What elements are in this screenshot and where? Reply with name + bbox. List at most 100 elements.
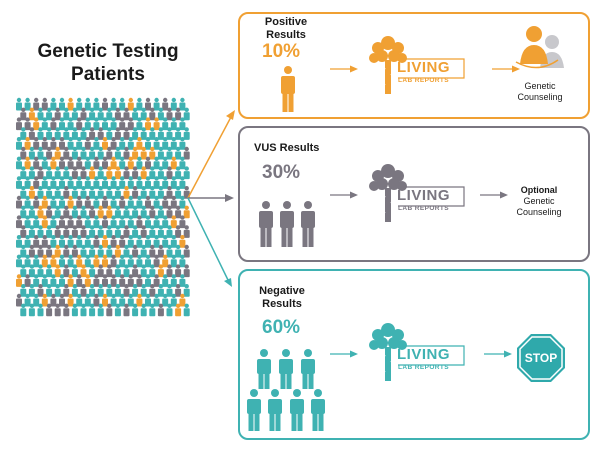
crowd-person-icon: [132, 205, 139, 219]
crowd-person-icon: [84, 215, 91, 229]
crowd-person-icon: [127, 235, 134, 248]
main-title-line1: Genetic Testing: [37, 41, 179, 62]
crowd-person-icon: [54, 166, 61, 180]
crowd-person-icon: [89, 205, 96, 219]
crowd-person-icon: [41, 156, 48, 170]
crowd-person-icon: [179, 274, 186, 287]
crowd-person-icon: [84, 274, 91, 287]
patient-crowd: [16, 97, 190, 317]
crowd-person-icon: [119, 176, 126, 189]
crowd-person-icon: [67, 195, 74, 209]
positive-label: Positive Results: [256, 16, 316, 42]
crowd-person-icon: [110, 274, 117, 287]
crowd-person-icon: [84, 97, 91, 111]
crowd-person-icon: [76, 137, 83, 150]
vus-outcome-line1: Optional: [520, 185, 558, 195]
crowd-person-icon: [67, 235, 74, 248]
crowd-person-icon: [140, 205, 147, 219]
crowd-person-icon: [16, 215, 22, 229]
crowd-person-icon: [114, 146, 121, 160]
crowd-person-icon: [166, 205, 173, 219]
crowd-person-icon: [20, 205, 27, 219]
people-icon-vus: [259, 201, 315, 247]
crowd-person-icon: [166, 186, 173, 199]
crowd-person-icon: [157, 264, 164, 278]
main-title-line2: Patients: [71, 64, 145, 85]
crowd-person-icon: [140, 225, 147, 238]
crowd-person-icon: [24, 274, 31, 287]
crowd-person-icon: [166, 146, 173, 160]
negative-label-line2: Results: [262, 298, 302, 310]
crowd-person-icon: [89, 146, 96, 160]
crowd-person-icon: [119, 156, 126, 170]
crowd-person-icon: [54, 186, 61, 199]
crowd-person-icon: [54, 107, 61, 121]
crowd-person-icon: [33, 195, 40, 209]
crowd-person-icon: [170, 215, 177, 229]
crowd-person-icon: [145, 137, 151, 150]
crowd-person-icon: [157, 166, 164, 180]
crowd-person-icon: [179, 176, 186, 189]
crowd-person-icon: [175, 146, 182, 160]
crowd-person-icon: [59, 97, 65, 111]
crowd-person-icon: [175, 186, 182, 199]
crowd-person-icon: [157, 244, 164, 258]
crowd-person-icon: [162, 195, 169, 209]
crowd-person-icon: [63, 166, 70, 180]
crowd-person-icon: [102, 97, 108, 111]
crowd-person-icon: [54, 244, 61, 258]
crowd-person-icon: [110, 137, 117, 150]
crowd-person-icon: [16, 235, 22, 248]
crowd-person-icon: [33, 215, 40, 229]
crowd-person-icon: [157, 107, 164, 121]
crowd-person-icon: [37, 264, 44, 278]
crowd-person-icon: [140, 284, 147, 297]
arrow-icon-positive-1: [330, 65, 358, 73]
crowd-person-icon: [33, 117, 40, 131]
crowd-person-icon: [145, 97, 151, 111]
stop-sign-icon: [517, 334, 565, 382]
crowd-person-icon: [50, 97, 57, 111]
crowd-person-icon: [145, 176, 151, 189]
crowd-person-icon: [162, 293, 169, 307]
crowd-person-icon: [106, 146, 113, 160]
crowd-person-icon: [140, 146, 147, 160]
crowd-person-icon: [149, 166, 156, 180]
crowd-person-icon: [149, 264, 156, 278]
crowd-person-icon: [136, 274, 143, 287]
crowd-person-icon: [175, 107, 182, 121]
crowd-person-icon: [50, 254, 57, 268]
crowd-person-icon: [80, 107, 87, 121]
crowd-person-icon: [175, 166, 182, 180]
crowd-person-icon: [183, 205, 190, 219]
crowd-person-icon: [170, 156, 177, 170]
crowd-person-icon: [59, 195, 65, 209]
arrowhead-negative: [224, 278, 232, 287]
crowd-person-icon: [132, 127, 139, 140]
crowd-person-icon: [89, 166, 96, 180]
crowd-person-icon: [46, 264, 53, 278]
crowd-person-icon: [183, 107, 190, 121]
crowd-person-icon: [132, 284, 139, 297]
crowd-person-icon: [106, 186, 113, 199]
crowd-person-icon: [67, 97, 74, 111]
crowd-person-icon: [46, 107, 53, 121]
crowd-person-icon: [153, 97, 160, 111]
crowd-person-icon: [41, 97, 48, 111]
crowd-person-icon: [76, 293, 83, 307]
crowd-person-icon: [33, 254, 40, 268]
crowd-person-icon: [80, 127, 87, 140]
crowd-person-icon: [46, 127, 53, 140]
crowd-person-icon: [114, 107, 121, 121]
crowd-person-icon: [132, 225, 139, 238]
crowd-person-icon: [54, 225, 61, 238]
logo-frame-vus: [398, 186, 465, 207]
crowd-person-icon: [84, 137, 91, 150]
crowd-person-icon: [149, 244, 156, 258]
crowd-person-icon: [106, 127, 113, 140]
crowd-person-icon: [84, 176, 91, 189]
crowd-person-icon: [76, 176, 83, 189]
vus-outcome: Optional Genetic Counseling: [506, 185, 572, 218]
crowd-person-icon: [110, 254, 117, 268]
crowd-person-icon: [16, 293, 22, 307]
